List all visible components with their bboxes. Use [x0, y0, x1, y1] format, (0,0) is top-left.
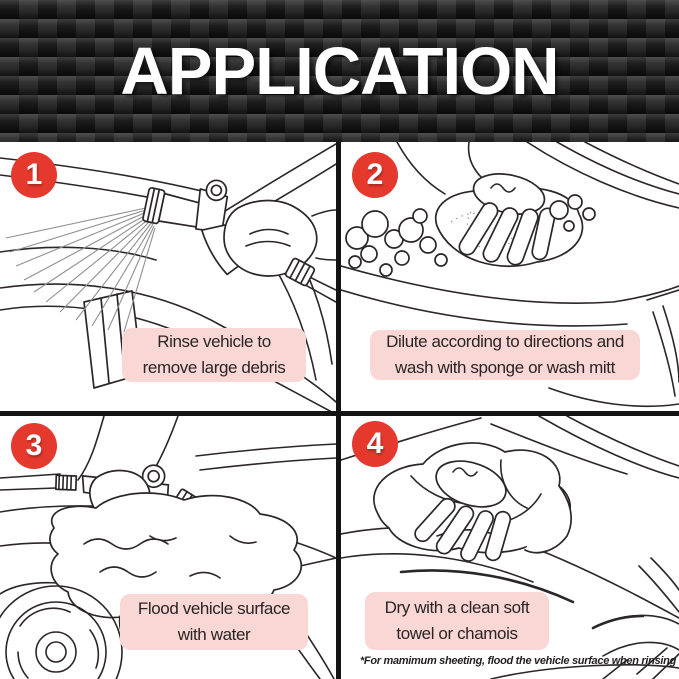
panel-divider-horizontal: [0, 411, 679, 416]
caption-step-1: Rinse vehicle to remove large debris: [122, 328, 306, 382]
panel-divider-vertical: [336, 142, 341, 679]
car-hood-lines: [341, 416, 679, 679]
step-badge-1: 1: [11, 152, 57, 198]
illustration-flood-water: [0, 416, 336, 679]
step-panel-1: 1 Rinse vehicle to remove large debris: [0, 142, 336, 411]
step-number: 1: [25, 158, 43, 191]
step-panel-2: 2 Dilute according to directions and was…: [341, 142, 679, 411]
hand-shape: [223, 199, 336, 277]
illustration-sponge-wash: [341, 142, 679, 408]
hand-shape: [458, 173, 556, 266]
caption-line: Dilute according to directions and: [386, 332, 624, 351]
hand-shape: [414, 460, 512, 562]
step-number: 3: [25, 429, 43, 462]
step-badge-4: 4: [352, 421, 398, 467]
caption-step-3: Flood vehicle surface with water: [120, 594, 308, 650]
step-panel-3: 3 Flood vehicle surface with water: [0, 416, 336, 679]
illustration-towel-dry: [341, 416, 679, 679]
caption-line: Flood vehicle surface: [137, 599, 291, 618]
header-banner: APPLICATION: [0, 0, 679, 142]
wheel-shape: [0, 585, 123, 679]
water-spray-lines: [5, 207, 156, 333]
illustration-rinse-hose: [0, 143, 336, 411]
step-badge-3: 3: [11, 423, 57, 469]
caption-line: Rinse vehicle to: [157, 332, 271, 351]
caption-line: remove large debris: [142, 358, 286, 377]
step-badge-2: 2: [352, 152, 398, 198]
step-panel-4: 4 Dry with a clean soft towel or chamois…: [341, 416, 679, 679]
steps-grid: 1 Rinse vehicle to remove large debris: [0, 142, 679, 679]
caption-line: with water: [177, 625, 251, 644]
sheeting-footnote: *For mamimum sheeting, flood the vehicle…: [359, 655, 676, 667]
caption-line: wash with sponge or wash mitt: [395, 358, 615, 377]
step-number: 2: [366, 158, 384, 191]
page-title: APPLICATION: [120, 33, 559, 109]
hose-connector-shape: [284, 257, 316, 287]
caption-step-2: Dilute according to directions and wash …: [370, 330, 640, 380]
soap-bubbles: [345, 194, 596, 277]
step-number: 4: [366, 427, 384, 460]
caption-step-4: Dry with a clean soft towel or chamois: [365, 592, 549, 650]
caption-line: towel or chamois: [396, 624, 518, 643]
caption-line: Dry with a clean soft: [384, 598, 530, 617]
